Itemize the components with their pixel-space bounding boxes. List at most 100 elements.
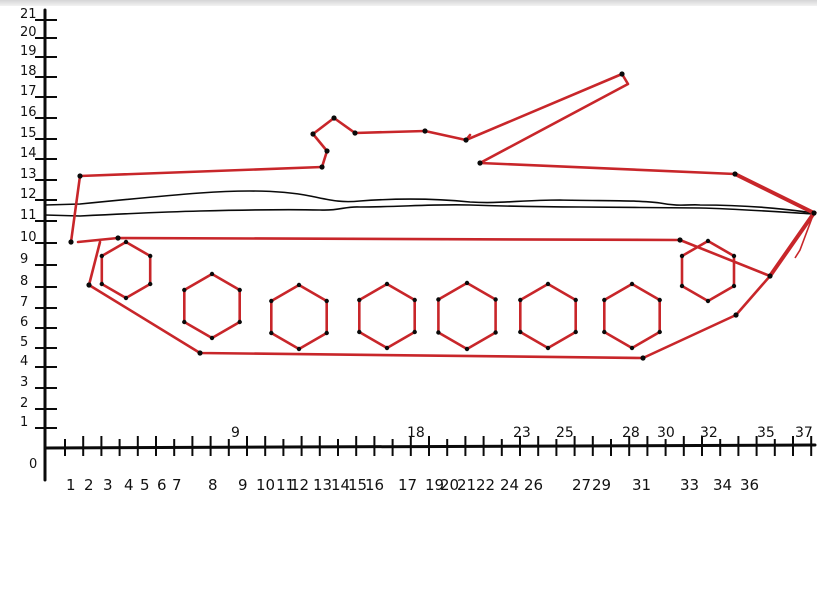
wheel-point (357, 329, 362, 335)
y-axis-label: 13 (20, 167, 37, 182)
wheel-point (324, 298, 329, 304)
outline-point (352, 130, 358, 136)
wheel-point (412, 297, 417, 303)
wheel-point (679, 253, 685, 259)
y-axis-label: 21 (20, 7, 37, 22)
x-axis-label: 6 (157, 476, 167, 494)
wheel-point (296, 346, 302, 352)
y-axis-label: 11 (20, 208, 37, 223)
road-wheel (183, 272, 241, 340)
y-axis-label: 12 (20, 187, 37, 202)
outline-point (197, 350, 203, 356)
wheel-point (464, 280, 470, 286)
wheel-point (412, 329, 417, 335)
wheel-point (324, 330, 329, 336)
wheel-point (209, 335, 215, 341)
wheel-point (464, 346, 470, 352)
wheel-point (573, 329, 578, 335)
x-axis-label: 17 (398, 476, 417, 494)
outline-point (732, 171, 738, 177)
hull-upper-line (44, 190, 815, 214)
outline-point (733, 312, 739, 318)
x-axis-label: 19 (425, 476, 444, 494)
x-axis-label-top: 30 (657, 425, 675, 441)
y-axis-label: 2 (20, 396, 28, 411)
wheel-point (602, 297, 607, 303)
x-axis-label: 1 (66, 476, 76, 494)
outline-points (68, 71, 817, 361)
wheel-point (99, 253, 105, 259)
wheel-point (705, 298, 711, 304)
x-axis-label: 5 (140, 476, 150, 494)
outline-point (463, 137, 469, 143)
x-axis-label: 2 (84, 476, 94, 494)
y-axis-label: 6 (20, 315, 28, 330)
y-axis-label: 16 (20, 105, 37, 120)
y-axis-label: 20 (20, 25, 37, 40)
road-wheel (100, 240, 152, 300)
wheel-point (296, 282, 302, 288)
x-axis-label: 22 (476, 476, 495, 494)
x-axis-label-top: 23 (513, 425, 531, 441)
x-axis-label: 29 (592, 476, 611, 494)
outline-point (640, 355, 646, 361)
road-wheel (518, 282, 578, 350)
wheel-point (99, 281, 105, 287)
wheel-point (237, 287, 242, 293)
outline-point (68, 239, 74, 245)
y-axis-label: 19 (20, 44, 37, 59)
wheel-point (269, 298, 274, 304)
y-axis-label: 15 (20, 126, 37, 141)
y-axis-label: 1 (20, 415, 28, 430)
x-axis-label-top: 37 (795, 425, 813, 441)
y-axis-label: 7 (20, 295, 28, 310)
wheel-point (545, 281, 551, 287)
outline-point (619, 71, 625, 77)
x-axis-label: 16 (365, 476, 384, 494)
outline-point (319, 164, 325, 170)
y-axis-label: 14 (20, 146, 37, 161)
x-axis-label: 10 (256, 476, 275, 494)
wheel-point (384, 345, 390, 351)
outline-point (677, 237, 683, 243)
wheel-point (493, 330, 498, 335)
x-axis-label: 3 (103, 476, 113, 494)
y-axis-label: 8 (20, 274, 28, 289)
wheel-point (357, 297, 362, 303)
x-axis-label: 8 (208, 476, 218, 494)
wheel-point (384, 281, 390, 287)
wheel-point (705, 238, 711, 244)
wheel-point (148, 253, 153, 259)
outline-point (477, 160, 483, 166)
outline-point (86, 282, 92, 288)
wheel-point (209, 271, 215, 277)
outline-point (310, 131, 316, 137)
wheel-point (518, 329, 523, 335)
y-axis-label: 4 (20, 354, 28, 369)
front-scribble (794, 217, 813, 259)
y-axis-label: 3 (20, 375, 28, 390)
road-wheel (357, 282, 417, 350)
outline-point (331, 115, 337, 121)
wheel-point (237, 319, 242, 325)
hull-center-lines (44, 190, 815, 217)
x-axis-label: 21 (457, 476, 476, 494)
outline-point (324, 148, 330, 154)
x-axis-label-top: 25 (556, 425, 574, 441)
x-axis-label: 13 (313, 476, 332, 494)
wheel-point (148, 281, 153, 287)
x-axis-label: 9 (238, 476, 248, 494)
x-axis-label: 20 (440, 476, 459, 494)
wheel-point (518, 297, 523, 303)
x-axis-label: 4 (124, 476, 134, 494)
road-wheels (100, 239, 736, 351)
wheel-point (679, 283, 685, 289)
x-axis-label-top: 18 (407, 425, 425, 441)
x-axis-label-top: 35 (757, 425, 775, 441)
x-axis-label: 31 (632, 476, 651, 494)
y-axis-label: 18 (20, 64, 37, 79)
x-axis-label: 36 (740, 476, 759, 494)
